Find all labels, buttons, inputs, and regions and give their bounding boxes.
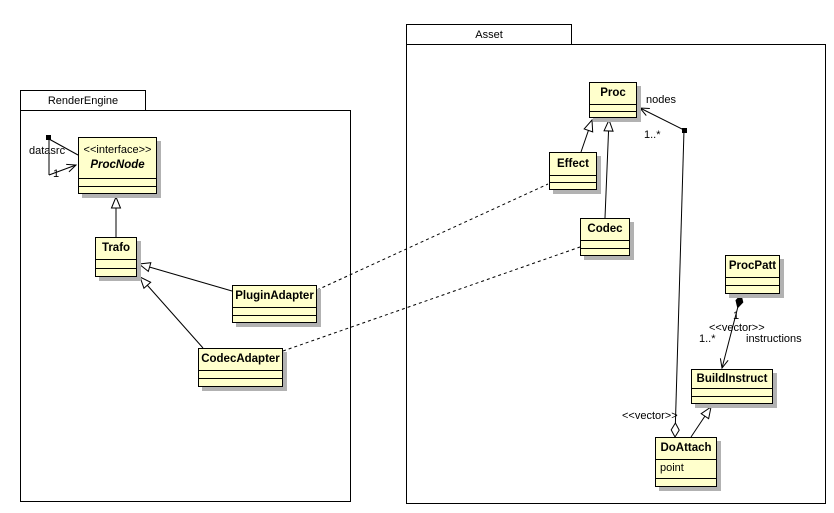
composition-diamond-procpatt xyxy=(735,293,744,309)
operations-compartment xyxy=(550,182,596,189)
operations-compartment xyxy=(726,285,779,293)
generalization-codecadapter-trafo[interactable] xyxy=(139,276,204,349)
association-instructions[interactable] xyxy=(719,307,739,370)
class-name: DoAttach xyxy=(660,442,712,455)
bend-point xyxy=(682,128,687,133)
class-name: ProcNode xyxy=(90,158,145,171)
class-title: <<interface>> ProcNode xyxy=(79,138,156,178)
label-instructions-multiplicity: 1..* xyxy=(699,333,716,345)
class-procnode[interactable]: <<interface>> ProcNode xyxy=(78,137,157,194)
generalization-effect-proc[interactable] xyxy=(580,118,594,153)
package-name: RenderEngine xyxy=(47,95,119,107)
package-tab-asset[interactable]: Asset xyxy=(406,24,572,45)
operations-compartment xyxy=(581,248,629,255)
label-datasrc-role: datasrc xyxy=(29,145,66,157)
class-name: Codec xyxy=(587,223,623,236)
attributes-compartment xyxy=(96,259,136,268)
class-trafo[interactable]: Trafo xyxy=(95,237,137,277)
generalization-codec-proc[interactable] xyxy=(603,118,614,219)
class-stereotype: <<interface>> xyxy=(83,143,152,156)
association-nodes-line[interactable] xyxy=(674,129,685,424)
label-nodes-role: nodes xyxy=(646,94,676,106)
label-procpatt-multiplicity: 1 xyxy=(733,310,740,322)
attributes-compartment xyxy=(692,388,772,396)
class-name: ProcPatt xyxy=(728,260,777,273)
attributes-compartment xyxy=(550,175,596,182)
label-doattach-stereotype: <<vector>> xyxy=(622,410,678,422)
operations-compartment xyxy=(96,268,136,276)
package-tab-renderengine[interactable]: RenderEngine xyxy=(20,90,146,111)
label-nodes-multiplicity: 1..* xyxy=(644,129,661,141)
operations-compartment xyxy=(590,111,636,117)
operations-compartment xyxy=(79,186,156,193)
operations-compartment xyxy=(656,478,716,486)
class-proc[interactable]: Proc xyxy=(589,82,637,118)
attributes-compartment xyxy=(199,370,282,378)
class-name: Effect xyxy=(557,157,589,170)
class-name: CodecAdapter xyxy=(201,353,280,366)
dependency-codecadapter-codec[interactable] xyxy=(282,246,581,352)
association-nodes-arrow[interactable] xyxy=(638,107,685,131)
class-name: Proc xyxy=(600,87,626,100)
label-instructions-role: instructions xyxy=(746,333,802,345)
class-effect[interactable]: Effect xyxy=(549,152,597,190)
bend-point xyxy=(46,135,51,140)
attributes-compartment xyxy=(581,240,629,248)
class-name: PluginAdapter xyxy=(235,290,314,303)
attributes-compartment xyxy=(79,178,156,186)
dependency-pluginadapter-effect[interactable] xyxy=(316,183,549,291)
class-buildinstruct[interactable]: BuildInstruct xyxy=(691,369,773,404)
class-procpatt[interactable]: ProcPatt xyxy=(725,255,780,294)
class-name: Trafo xyxy=(101,242,131,255)
operations-compartment xyxy=(233,315,316,322)
label-instructions-stereotype: <<vector>> xyxy=(709,322,765,334)
attributes-compartment xyxy=(233,307,316,315)
generalization-pluginadapter-trafo[interactable] xyxy=(137,262,233,292)
operations-compartment xyxy=(199,378,282,386)
attribute-point: point xyxy=(656,459,716,478)
association-datasrc-arrow[interactable] xyxy=(48,163,78,176)
class-codec[interactable]: Codec xyxy=(580,218,630,256)
operations-compartment xyxy=(692,396,772,403)
aggregation-diamond-doattach xyxy=(670,421,680,439)
label-datasrc-multiplicity: 1 xyxy=(53,168,60,180)
generalization-doattach-buildinstruct[interactable] xyxy=(690,405,712,438)
class-name: BuildInstruct xyxy=(696,372,768,385)
class-pluginadapter[interactable]: PluginAdapter xyxy=(232,285,317,323)
attributes-compartment xyxy=(590,104,636,111)
attributes-compartment xyxy=(726,277,779,285)
class-doattach[interactable]: DoAttach point xyxy=(655,437,717,487)
association-datasrc-upper[interactable] xyxy=(48,138,79,156)
class-codecadapter[interactable]: CodecAdapter xyxy=(198,348,283,387)
package-name: Asset xyxy=(475,29,503,41)
